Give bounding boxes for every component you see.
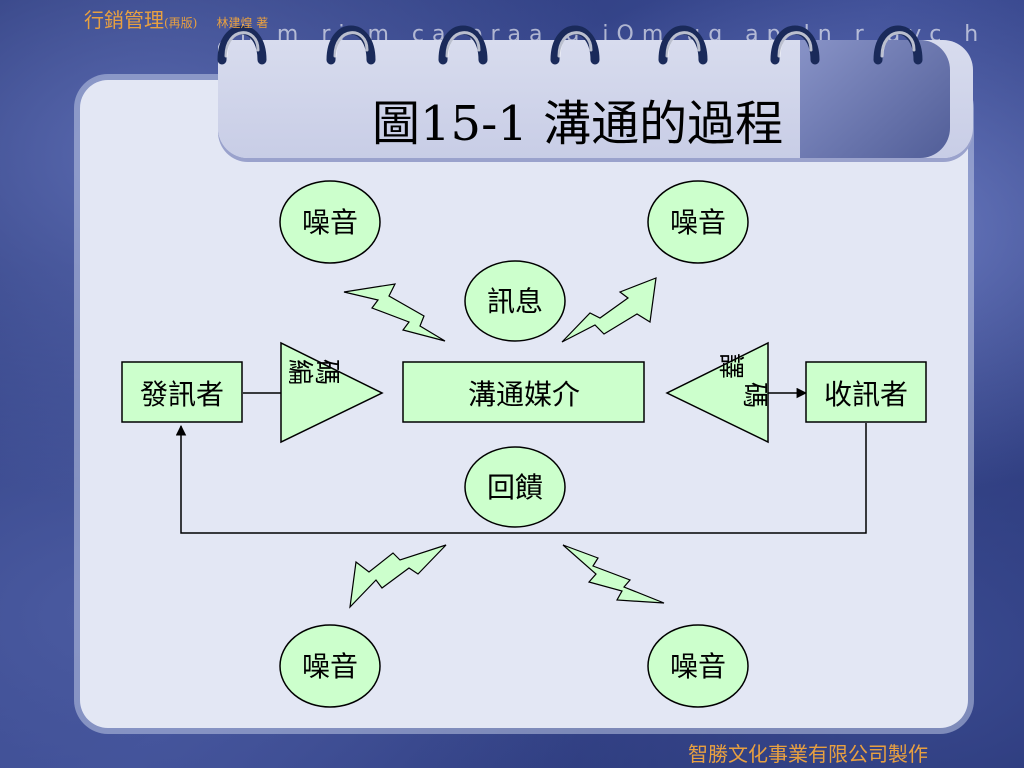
decoding-char-1: 譯 [715, 353, 745, 379]
course-name: 行銷管理 [84, 8, 164, 32]
author: 林建煌 著 [216, 16, 269, 30]
page-title: 圖15-1 溝通的過程 [372, 96, 784, 152]
medium-box [402, 361, 645, 423]
feedback-loop-line [175, 423, 867, 534]
publisher-footer: 智勝文化事業有限公司製作 [688, 742, 928, 766]
noise-bottom-left-label: 噪音 [302, 650, 358, 683]
lightning-top-left-icon [343, 283, 446, 342]
message-ellipse [464, 260, 566, 342]
noise-top-left-label: 噪音 [302, 206, 358, 239]
decoding-triangle [665, 341, 769, 444]
receiver-box [805, 361, 927, 423]
lightning-top-right-icon [561, 277, 657, 343]
lightning-bottom-left-icon [349, 544, 447, 609]
encoding-triangle [280, 341, 384, 444]
medium-label: 溝通媒介 [468, 378, 580, 411]
sender-label: 發訊者 [140, 378, 224, 411]
noise-bottom-left-ellipse [279, 624, 381, 708]
decoding-char-2: 碼 [739, 382, 769, 408]
encoding-char-2: 碼 [311, 359, 341, 385]
noise-top-right-ellipse [647, 180, 749, 264]
edition: (再版) [164, 16, 198, 30]
notebook-rings-icon [217, 25, 923, 65]
feedback-label: 回饋 [487, 471, 543, 504]
sender-box [121, 361, 243, 423]
encoding-char-1: 編 [284, 359, 314, 385]
noise-bottom-right-ellipse [647, 624, 749, 708]
noise-bottom-right-label: 噪音 [670, 650, 726, 683]
lightning-bottom-right-icon [562, 544, 665, 604]
header-course-info: 行銷管理(再版) 林建煌 著 [84, 4, 268, 33]
noise-top-right-label: 噪音 [670, 206, 726, 239]
feedback-ellipse [464, 446, 566, 528]
receiver-label: 收訊者 [824, 378, 908, 411]
noise-top-left-ellipse [279, 180, 381, 264]
message-label: 訊息 [487, 285, 543, 318]
